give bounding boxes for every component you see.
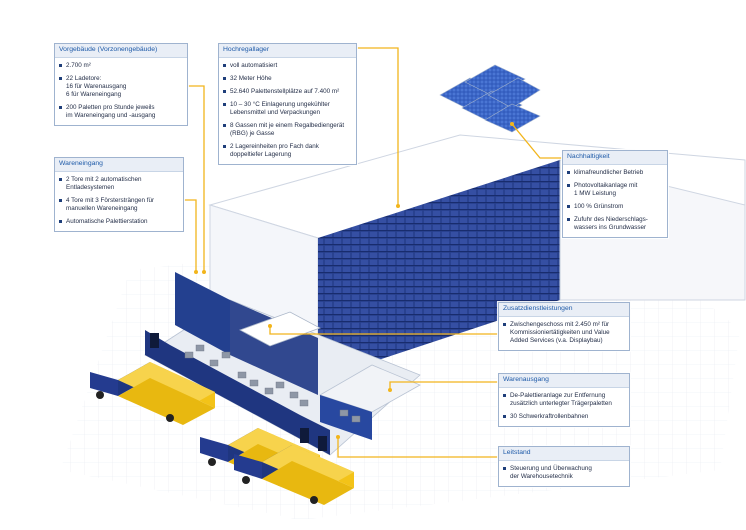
mezzanine-platform <box>239 311 321 347</box>
callout-wareneingang: Wareneingang 2 Tore mit 2 automatischen … <box>54 157 184 232</box>
callout-item: 32 Meter Höhe <box>219 75 356 83</box>
bullet-icon <box>223 123 226 127</box>
callout-hochregallager: Hochregallager voll automatisiert 32 Met… <box>218 43 357 166</box>
callout-item: klimafreundlicher Betrieb <box>563 169 667 177</box>
pallets <box>184 344 361 423</box>
callout-item-text: voll automatisiert <box>230 61 278 69</box>
line-hochregallager <box>343 47 399 206</box>
callout-item-text: 4 Tore mit 3 Förstersträngen für manuell… <box>66 196 155 212</box>
callout-item-text: 52.640 Palettenstellplätze auf 7.400 m² <box>230 87 340 95</box>
bullet-icon <box>59 76 62 80</box>
callout-nachhaltigkeit-title: Nachhaltigkeit <box>563 151 667 165</box>
callout-item-text: Steuerung und Überwachung der Warehouset… <box>510 464 592 480</box>
callout-zusatzdienstleistungen: Zusatzdienstleistungen Zwischengeschoss … <box>498 302 630 351</box>
callout-item-text: Zufuhr des Niederschlags- wassers ins Gr… <box>574 215 648 231</box>
callout-hochregallager-title: Hochregallager <box>219 44 356 58</box>
callout-warenausgang-title: Warenausgang <box>499 374 629 388</box>
callout-item: 200 Paletten pro Stunde jeweils im Waren… <box>55 104 187 120</box>
callout-item: 10 – 30 °C Einlagerung ungekühlter Leben… <box>219 101 356 117</box>
bullet-icon <box>223 89 226 93</box>
callout-item-text: Zwischengeschoss mit 2.450 m² für Kommis… <box>510 320 610 344</box>
callout-lines <box>182 47 562 458</box>
callout-warenausgang: Warenausgang De-Palettieranlage zur Entf… <box>498 373 630 427</box>
prezone-back-wall-right <box>230 300 318 395</box>
high-bay-rack-face <box>318 160 560 380</box>
bullet-icon <box>567 204 570 208</box>
callout-item-text: 100 % Grünstrom <box>574 202 624 210</box>
callout-dots <box>194 122 514 439</box>
bullet-icon <box>567 217 570 221</box>
callout-item-text: Photovoltaikanlage mit 1 MW Leistung <box>574 181 638 197</box>
callout-item-text: 2.700 m² <box>66 61 91 69</box>
callout-item: 4 Tore mit 3 Förstersträngen für manuell… <box>55 197 183 213</box>
callout-item-text: 2 Lagereinheiten pro Fach dank doppeltie… <box>230 143 319 159</box>
callout-item: De-Palettieranlage zur Entfernung zusätz… <box>499 392 629 408</box>
line-zusatz <box>269 326 498 335</box>
bullet-icon <box>223 63 226 67</box>
callout-item-text: 30 Schwerkraftrollenbahnen <box>510 412 589 420</box>
callout-item-text: 2 Tore mit 2 automatischen Entladesystem… <box>66 175 142 191</box>
callout-item: Automatische Palettierstation <box>55 218 183 226</box>
line-nachhaltigkeit <box>511 123 562 159</box>
bullet-icon <box>59 177 62 181</box>
bullet-icon <box>503 414 506 418</box>
truck-inbound <box>90 362 215 425</box>
callout-item-text: 200 Paletten pro Stunde jeweils im Waren… <box>66 103 156 119</box>
bullet-icon <box>503 393 506 397</box>
callout-item-text: Automatische Palettierstation <box>66 217 148 225</box>
callout-item: 100 % Grünstrom <box>563 203 667 211</box>
bullet-icon <box>223 102 226 106</box>
line-warenausgang <box>389 381 498 390</box>
line-vorgebaeude <box>186 85 205 272</box>
callout-item: Zufuhr des Niederschlags- wassers ins Gr… <box>563 216 667 232</box>
callout-item: Steuerung und Überwachung der Warehouset… <box>499 465 629 481</box>
solar-panels <box>439 64 541 133</box>
bullet-icon <box>567 183 570 187</box>
callout-item: Zwischengeschoss mit 2.450 m² für Kommis… <box>499 321 629 345</box>
callout-vorgebaeude-title: Vorgebäude (Vorzonengebäude) <box>55 44 187 58</box>
callout-item: 52.640 Palettenstellplätze auf 7.400 m² <box>219 88 356 96</box>
prezone-left-wall <box>145 330 330 455</box>
callout-item-text: klimafreundlicher Betrieb <box>574 168 644 176</box>
callout-item: Photovoltaikanlage mit 1 MW Leistung <box>563 182 667 198</box>
callout-zusatz-title: Zusatzdienstleistungen <box>499 303 629 317</box>
callout-item-text: 8 Gassen mit je einem Regalbediengerät (… <box>230 121 345 137</box>
bullet-icon <box>223 145 226 149</box>
callout-vorgebaeude: Vorgebäude (Vorzonengebäude) 2.700 m² 22… <box>54 43 188 126</box>
callout-item-text: De-Palettieranlage zur Entfernung zusätz… <box>510 391 612 407</box>
callout-item: voll automatisiert <box>219 62 356 70</box>
rack-shading <box>318 160 560 380</box>
callout-item: 2.700 m² <box>55 62 187 70</box>
callout-leitstand-title: Leitstand <box>499 447 629 461</box>
callout-item-text: 10 – 30 °C Einlagerung ungekühlter Leben… <box>230 100 330 116</box>
callout-item: 30 Schwerkraftrollenbahnen <box>499 413 629 421</box>
line-leitstand <box>337 437 498 458</box>
outbound-room-wall <box>320 395 372 440</box>
bullet-icon <box>567 170 570 174</box>
callout-item: 2 Lagereinheiten pro Fach dank doppeltie… <box>219 143 356 159</box>
callout-item-text: 22 Ladetore: 16 für Warenausgang 6 für W… <box>66 74 127 98</box>
callout-nachhaltigkeit: Nachhaltigkeit klimafreundlicher Betrieb… <box>562 150 668 238</box>
bullet-icon <box>59 63 62 67</box>
bullet-icon <box>223 76 226 80</box>
callout-wareneingang-title: Wareneingang <box>55 158 183 172</box>
prezone-back-wall <box>175 272 230 355</box>
callout-item: 8 Gassen mit je einem Regalbediengerät (… <box>219 122 356 138</box>
bullet-icon <box>59 219 62 223</box>
callout-leitstand: Leitstand Steuerung und Überwachung der … <box>498 446 630 487</box>
truck-outbound-2 <box>234 445 354 505</box>
loading-doors <box>150 333 327 451</box>
bullet-icon <box>59 105 62 109</box>
bullet-icon <box>59 198 62 202</box>
callout-item-text: 32 Meter Höhe <box>230 74 272 82</box>
line-wareneingang <box>182 199 197 272</box>
bullet-icon <box>503 322 506 326</box>
callout-item: 2 Tore mit 2 automatischen Entladesystem… <box>55 176 183 192</box>
callout-item: 22 Ladetore: 16 für Warenausgang 6 für W… <box>55 75 187 99</box>
bullet-icon <box>503 466 506 470</box>
